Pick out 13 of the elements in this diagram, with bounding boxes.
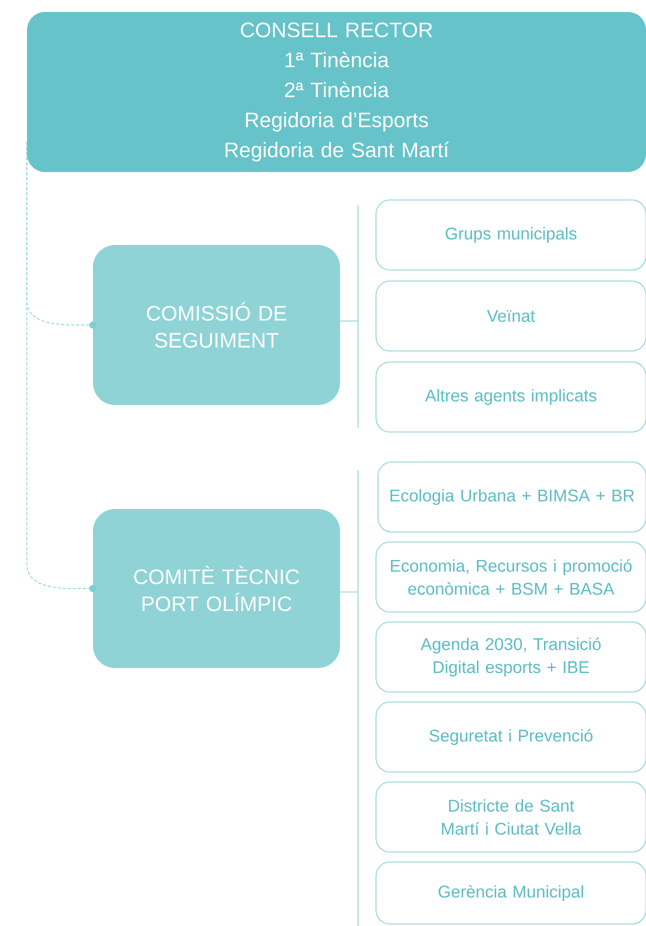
member-box: Altres agents implicats: [376, 362, 646, 432]
member-box: Veïnat: [376, 280, 646, 352]
member-box: Ecologia Urbana + BIMSA + BR: [378, 462, 646, 532]
committee-box: COMITÈ TÈCNIC PORT OLÍMPIC: [93, 509, 340, 668]
member-box: Seguretat i Prevenció: [376, 702, 646, 772]
member-box: Grups municipals: [376, 200, 646, 270]
council-box: CONSELL RECTOR 1ª Tinència 2ª Tinència Regidoria d’Esports Regidoria de Sant Martí: [27, 12, 646, 172]
member-box: Districte de Sant Martí i Ciutat Vella: [376, 782, 646, 852]
committee-box: COMISSIÓ DE SEGUIMENT: [93, 245, 340, 405]
member-box: Agenda 2030, Transició Digital esports + IBE: [376, 622, 646, 692]
member-box: Economia, Recursos i promoció econòmica + BSM + BASA: [376, 542, 646, 612]
member-box: Gerència Municipal: [376, 862, 646, 924]
connector: [26, 142, 96, 592]
